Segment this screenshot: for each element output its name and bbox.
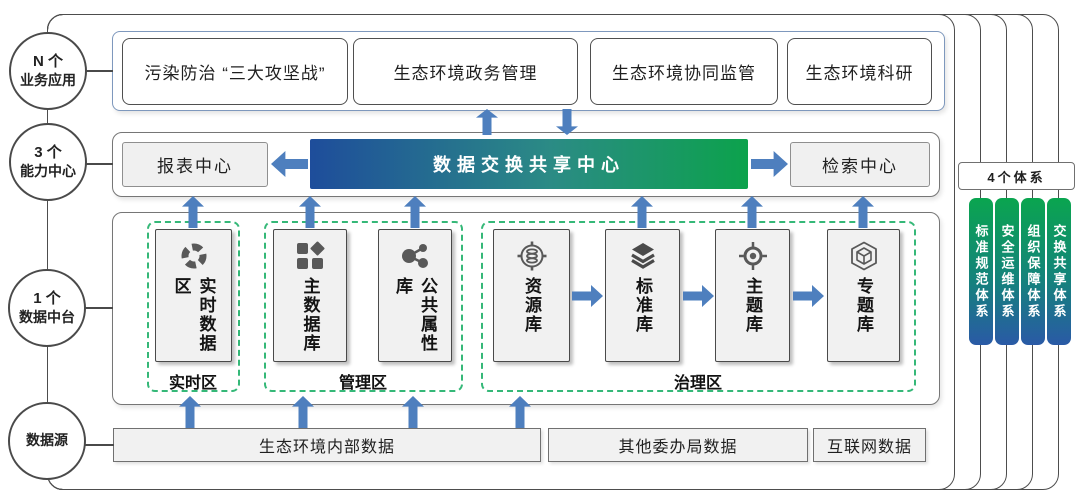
data-exchange-center-bar: 数据交换共享中心 — [310, 139, 748, 189]
arrow-up-icon — [476, 109, 498, 135]
system-bar-label: 组织保障体系 — [1025, 223, 1041, 320]
arrow-up-icon — [292, 396, 314, 428]
zone-label-management: 管理区 — [338, 375, 387, 392]
system-bar-label: 交换共享体系 — [1051, 223, 1067, 320]
source-box-internet-data: 互联网数据 — [813, 428, 926, 462]
app-box-research: 生态环境科研 — [787, 38, 932, 105]
app-box-label: 生态环境协同监管 — [612, 64, 756, 83]
db-card-label: 公共属性库 — [393, 277, 437, 353]
rail-circle-data-platform: 1 个 数据中台 — [8, 269, 86, 347]
arrow-right-icon — [793, 284, 824, 308]
db-card-standards-library: 标准库 — [605, 229, 680, 362]
report-center-label: 报表中心 — [157, 157, 233, 176]
db-card-special-library: 专题库 — [827, 229, 900, 362]
system-bar-organization: 组织保障体系 — [1021, 198, 1045, 345]
arrow-up-icon — [182, 196, 204, 228]
rail-circle-label: 数据源 — [26, 432, 68, 449]
search-center-box: 检索中心 — [790, 142, 930, 187]
app-box-label: 生态环境科研 — [805, 64, 914, 83]
arrow-up-icon — [852, 196, 874, 228]
rail-connector — [85, 70, 113, 72]
master-data-grid-icon — [295, 239, 325, 273]
db-card-label: 主题库 — [743, 277, 762, 334]
rail-circle-label: 业务应用 — [20, 71, 76, 88]
app-box-pollution-control: 污染防治 “三大攻坚战” — [122, 38, 348, 105]
arrow-up-icon — [402, 396, 424, 428]
source-box-label: 互联网数据 — [826, 439, 912, 456]
rail-connector — [85, 163, 113, 165]
app-box-gov-affairs: 生态环境政务管理 — [353, 38, 578, 105]
rail-circle-business-apps: N 个 业务应用 — [9, 32, 87, 110]
shared-attributes-icon — [400, 239, 430, 273]
arrow-right-icon — [683, 284, 714, 308]
source-box-label: 生态环境内部数据 — [258, 439, 395, 456]
resource-db-icon — [517, 239, 547, 273]
special-cube-icon — [849, 239, 879, 273]
db-card-label: 专题库 — [854, 277, 873, 334]
arrow-up-icon — [404, 196, 426, 228]
realtime-ring-icon — [179, 239, 209, 273]
db-card-label: 资源库 — [522, 277, 541, 334]
rail-circle-count: 3 个 — [34, 143, 62, 161]
rail-connector — [85, 444, 114, 446]
rail-circle-label: 能力中心 — [20, 162, 76, 179]
arrow-up-icon — [299, 196, 321, 228]
source-box-internal-data: 生态环境内部数据 — [113, 428, 541, 462]
source-box-label: 其他委办局数据 — [618, 439, 738, 456]
system-bar-security-ops: 安全运维体系 — [995, 198, 1019, 345]
main-frame — [47, 14, 955, 490]
four-systems-label: 4个体系 — [958, 162, 1075, 190]
search-center-label: 检索中心 — [822, 157, 898, 176]
theme-target-icon — [738, 239, 768, 273]
arrow-up-icon — [509, 396, 531, 428]
source-box-other-bureaus: 其他委办局数据 — [548, 428, 808, 462]
db-card-theme-library: 主题库 — [715, 229, 790, 362]
system-bar-exchange: 交换共享体系 — [1047, 198, 1071, 345]
rail-connector — [85, 307, 113, 309]
arrow-right-icon — [572, 284, 603, 308]
rail-circle-count: N 个 — [32, 52, 63, 70]
rail-circle-capability-centers: 3 个 能力中心 — [9, 123, 87, 201]
app-box-label: 生态环境政务管理 — [393, 64, 538, 83]
rail-circle-count: 1 个 — [33, 289, 61, 307]
db-card-master-db: 主数据库 — [273, 229, 347, 362]
db-card-label: 实时数据区 — [171, 277, 216, 353]
db-card-resource-library: 资源库 — [493, 229, 570, 362]
report-center-box: 报表中心 — [122, 142, 268, 187]
arrow-up-icon — [631, 196, 653, 228]
app-box-label: 污染防治 “三大攻坚战” — [144, 64, 326, 83]
zone-management — [264, 221, 463, 392]
rail-circle-data-sources: 数据源 — [8, 402, 86, 480]
db-card-realtime-data: 实时数据区 — [155, 229, 232, 362]
zone-governance — [481, 221, 916, 392]
system-bar-standards: 标准规范体系 — [969, 198, 993, 345]
arrow-up-icon — [179, 396, 201, 428]
db-card-public-attributes: 公共属性库 — [378, 229, 452, 362]
app-box-joint-supervision: 生态环境协同监管 — [590, 38, 778, 105]
arrow-down-icon — [556, 109, 578, 135]
zone-label-realtime: 实时区 — [168, 375, 217, 392]
four-systems-text: 4个体系 — [987, 169, 1046, 185]
arrow-left-icon — [271, 151, 308, 177]
db-card-label: 标准库 — [633, 277, 652, 334]
system-bar-label: 标准规范体系 — [973, 223, 989, 320]
arrow-up-icon — [741, 196, 763, 228]
arrow-right-icon — [751, 151, 788, 177]
system-bar-label: 安全运维体系 — [999, 223, 1015, 320]
rail-circle-label: 数据中台 — [19, 308, 75, 325]
data-exchange-center-label: 数据交换共享中心 — [433, 155, 625, 175]
standards-layers-icon — [628, 239, 658, 273]
db-card-label: 主数据库 — [300, 277, 320, 353]
zone-label-governance: 治理区 — [673, 375, 722, 392]
